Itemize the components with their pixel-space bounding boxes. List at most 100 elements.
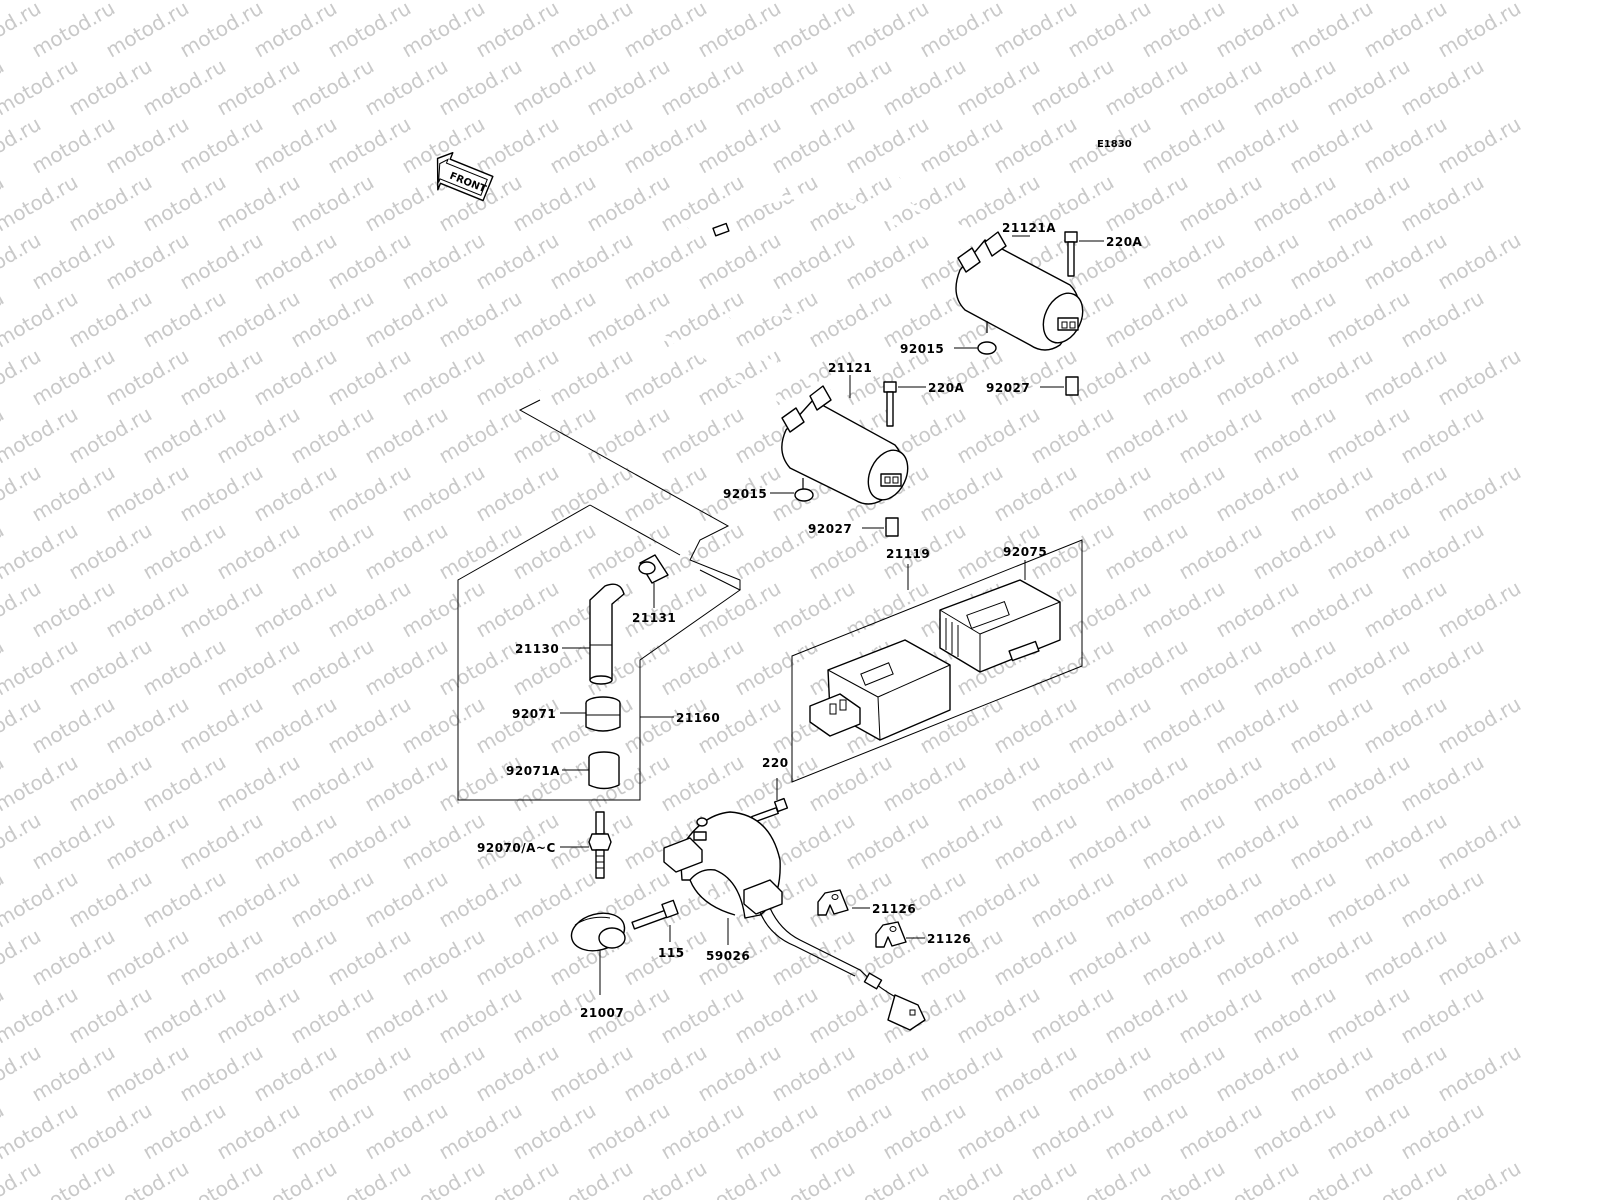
watermark-text: motod.ru xyxy=(361,634,452,701)
watermark-text: motod.ru xyxy=(435,982,526,1049)
watermark-text: motod.ru xyxy=(1064,576,1155,643)
watermark-text: motod.ru xyxy=(694,692,785,759)
watermark-text: motod.ru xyxy=(176,228,267,295)
watermark-text: motod.ru xyxy=(842,576,933,643)
watermark-text: motod.ru xyxy=(287,866,378,933)
watermark-text: motod.ru xyxy=(990,1040,1081,1107)
watermark-text: motod.ru xyxy=(1249,518,1340,585)
watermark-text: motod.ru xyxy=(176,0,267,62)
watermark-text: motod.ru xyxy=(213,54,304,121)
watermark-text: motod.ru xyxy=(1175,402,1266,469)
watermark-text: motod.ru xyxy=(65,54,156,121)
nut-92015-upper: 92015 xyxy=(900,341,997,356)
watermark-text: motod.ru xyxy=(1175,750,1266,817)
watermark-text: motod.ru xyxy=(139,286,230,353)
watermark-text: motod.ru xyxy=(1286,924,1377,991)
collar-92027-lower: 92027 xyxy=(808,517,899,537)
watermark-text: motod.ru xyxy=(620,460,711,527)
watermark-text: motod.ru xyxy=(176,1040,267,1107)
watermark-text: motod.ru xyxy=(509,286,600,353)
watermark-text: motod.ru xyxy=(657,1098,748,1165)
watermark-text: motod.ru xyxy=(1286,460,1377,527)
svg-text:92015: 92015 xyxy=(900,342,944,356)
watermark-text: motod.ru xyxy=(398,460,489,527)
watermark-text: motod.ru xyxy=(731,982,822,1049)
watermark-text: motod.ru xyxy=(842,0,933,62)
watermark-text: motod.ru xyxy=(1212,576,1303,643)
watermark-text: motod.ru xyxy=(1138,0,1229,62)
watermark-text: motod.ru xyxy=(1138,228,1229,295)
watermark-text: motod.ru xyxy=(1138,460,1229,527)
watermark-text: motod.ru xyxy=(1323,750,1414,817)
watermark-text: motod.ru xyxy=(398,808,489,875)
watermark-text: motod.ru xyxy=(694,1040,785,1107)
watermark-text: motod.ru xyxy=(250,0,341,62)
watermark-text: motod.ru xyxy=(287,170,378,237)
watermark-text: motod.ru xyxy=(28,460,119,527)
watermark-text: motod.ru xyxy=(694,0,785,62)
watermark-text: motod.ru xyxy=(916,112,1007,179)
watermark-text: motod.ru xyxy=(287,1098,378,1165)
watermark-text: motod.ru xyxy=(139,518,230,585)
watermark-text: motod.ru xyxy=(657,170,748,237)
svg-text:21130: 21130 xyxy=(515,642,559,656)
watermark-text: motod.ru xyxy=(731,170,822,237)
watermark-text: motod.ru xyxy=(361,54,452,121)
watermark-text: motod.ru xyxy=(28,692,119,759)
watermark-text: motod.ru xyxy=(250,1040,341,1107)
watermark-text: motod.ru xyxy=(1101,402,1192,469)
spark-plug: 92070/A~C xyxy=(477,811,612,879)
watermark-text: motod.ru xyxy=(28,344,119,411)
watermark-text: motod.ru xyxy=(1323,982,1414,1049)
watermark-text: motod.ru xyxy=(657,402,748,469)
label-21121A: 21121A xyxy=(1002,221,1056,237)
watermark-text: motod.ru xyxy=(65,402,156,469)
watermark-text: motod.ru xyxy=(472,1040,563,1107)
watermark-text: motod.ru xyxy=(1249,286,1340,353)
ignition-coil-upper xyxy=(687,171,1084,351)
watermark-text: motod.ru xyxy=(731,286,822,353)
watermark-text: motod.ru xyxy=(1175,170,1266,237)
watermark-text: motod.ru xyxy=(1212,460,1303,527)
watermark-text: motod.ru xyxy=(28,112,119,179)
watermark-text: motod.ru xyxy=(546,112,637,179)
watermark-text: motod.ru xyxy=(1027,866,1118,933)
screw-220: 220 xyxy=(751,756,789,823)
watermark-text: motod.ru xyxy=(1360,228,1451,295)
watermark-text: motod.ru xyxy=(1175,54,1266,121)
watermark-text: motod.ru xyxy=(324,228,415,295)
watermark-text: motod.ru xyxy=(509,750,600,817)
watermark-text: motod.ru xyxy=(472,576,563,643)
watermark-text: motod.ru xyxy=(1434,808,1525,875)
watermark-text: motod.ru xyxy=(102,112,193,179)
watermark-text: motod.ru xyxy=(694,228,785,295)
svg-text:115: 115 xyxy=(658,946,685,960)
svg-text:21121: 21121 xyxy=(828,361,872,375)
watermark-text: motod.ru xyxy=(805,1098,896,1165)
watermark-text: motod.ru xyxy=(546,228,637,295)
watermark-text: motod.ru xyxy=(731,1098,822,1165)
watermark-text: motod.ru xyxy=(990,808,1081,875)
watermark-text: motod.ru xyxy=(1101,634,1192,701)
watermark-text: motod.ru xyxy=(583,170,674,237)
svg-text:220A: 220A xyxy=(928,381,965,395)
watermark-text: motod.ru xyxy=(1101,170,1192,237)
watermark-text: motod.ru xyxy=(583,1098,674,1165)
watermark-text: motod.ru xyxy=(287,518,378,585)
watermark-text: motod.ru xyxy=(361,982,452,1049)
watermark-text: motod.ru xyxy=(250,576,341,643)
watermark-text: motod.ru xyxy=(953,402,1044,469)
watermark-text: motod.ru xyxy=(1212,692,1303,759)
svg-text:92070/A~C: 92070/A~C xyxy=(477,841,556,855)
watermark-text: motod.ru xyxy=(65,750,156,817)
watermark-text: motod.ru xyxy=(620,228,711,295)
watermark-text: motod.ru xyxy=(139,750,230,817)
watermark-text: motod.ru xyxy=(990,0,1081,62)
watermark-text: motod.ru xyxy=(1064,460,1155,527)
watermark-text: motod.ru xyxy=(1434,0,1525,62)
watermark-text: motod.ru xyxy=(361,866,452,933)
watermark-text: motod.ru xyxy=(28,924,119,991)
watermark-text: motod.ru xyxy=(990,112,1081,179)
watermark-text: motod.ru xyxy=(1175,634,1266,701)
